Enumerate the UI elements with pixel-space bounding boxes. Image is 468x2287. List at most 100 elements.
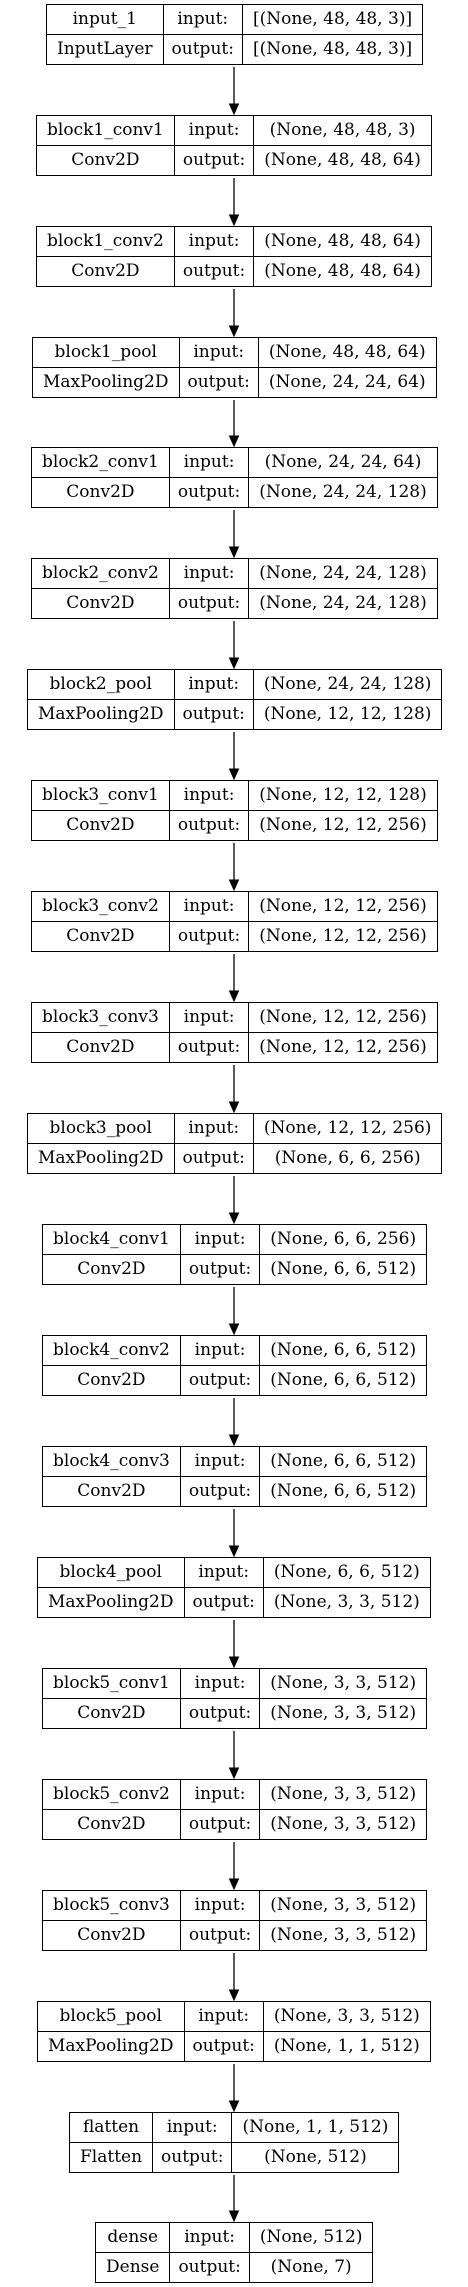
arrowhead-icon: [228, 657, 240, 670]
layer-type: Conv2D: [31, 921, 170, 952]
output-shape: (None, 512): [231, 2142, 400, 2173]
input-label: input:: [173, 115, 255, 146]
output-shape: (None, 6, 6, 512): [259, 1254, 428, 1285]
layer-name: dense: [94, 2222, 171, 2253]
layer-type: Conv2D: [42, 1809, 181, 1840]
input-shape: (None, 6, 6, 256): [259, 1224, 428, 1255]
input-label: input:: [179, 1890, 261, 1921]
output-shape: (None, 48, 48, 64): [253, 256, 432, 287]
input-shape: (None, 512): [248, 2222, 374, 2253]
output-shape: (None, 24, 24, 64): [257, 367, 437, 398]
arrowhead-icon: [228, 2210, 240, 2223]
input-shape: (None, 24, 24, 64): [248, 447, 438, 478]
output-label: output:: [173, 699, 254, 730]
output-label: output:: [183, 1587, 264, 1618]
layer-name: block5_conv1: [42, 1668, 181, 1699]
layer-name: block1_conv2: [36, 226, 175, 257]
output-shape: (None, 24, 24, 128): [248, 477, 438, 508]
layer-name: block1_pool: [32, 337, 180, 368]
input-shape: (None, 6, 6, 512): [262, 1557, 431, 1588]
output-label: output:: [179, 1365, 261, 1396]
output-shape: (None, 3, 3, 512): [262, 1587, 431, 1618]
output-label: output:: [178, 367, 259, 398]
input-label: input:: [173, 1113, 254, 1144]
layer-type: Conv2D: [42, 1365, 181, 1396]
output-label: output:: [168, 921, 250, 952]
layer-name: block4_conv2: [42, 1335, 181, 1366]
arrowhead-icon: [228, 325, 240, 338]
input-label: input:: [152, 2112, 233, 2143]
input-label: input:: [162, 4, 243, 35]
output-label: output:: [179, 1698, 261, 1729]
output-label: output:: [168, 810, 250, 841]
input-shape: (None, 3, 3, 512): [259, 1668, 428, 1699]
output-label: output:: [179, 1809, 261, 1840]
arrowhead-icon: [228, 990, 240, 1003]
layer-name: block2_conv2: [31, 558, 170, 589]
layer-name: input_1: [46, 4, 164, 35]
output-shape: (None, 12, 12, 256): [248, 921, 438, 952]
output-label: output:: [169, 2252, 250, 2283]
input-label: input:: [168, 558, 250, 589]
layer-name: block2_conv1: [31, 447, 170, 478]
input-label: input:: [168, 1002, 250, 1033]
output-shape: (None, 6, 6, 256): [252, 1143, 443, 1174]
input-shape: (None, 12, 12, 256): [248, 1002, 438, 1033]
input-label: input:: [173, 669, 254, 700]
output-shape: (None, 3, 3, 512): [259, 1809, 428, 1840]
output-shape: (None, 6, 6, 512): [259, 1476, 428, 1507]
output-shape: (None, 1, 1, 512): [262, 2031, 431, 2062]
output-shape: (None, 3, 3, 512): [259, 1698, 428, 1729]
arrowhead-icon: [228, 1323, 240, 1336]
arrowhead-icon: [228, 1878, 240, 1891]
input-shape: (None, 12, 12, 128): [248, 780, 438, 811]
layer-type: Conv2D: [31, 588, 170, 619]
output-label: output:: [168, 588, 250, 619]
layer-name: block3_conv1: [31, 780, 170, 811]
output-shape: (None, 48, 48, 64): [253, 145, 432, 176]
layer-type: Conv2D: [42, 1254, 181, 1285]
output-label: output:: [173, 256, 255, 287]
arrowhead-icon: [228, 1212, 240, 1225]
output-shape: (None, 24, 24, 128): [248, 588, 438, 619]
output-shape: [(None, 48, 48, 3)]: [241, 34, 424, 65]
layer-type: Conv2D: [31, 477, 170, 508]
output-label: output:: [168, 1032, 250, 1063]
layer-type: Conv2D: [42, 1698, 181, 1729]
layer-name: block5_pool: [37, 2001, 185, 2032]
input-label: input:: [179, 1335, 261, 1366]
layer-name: block4_conv3: [42, 1446, 181, 1477]
layer-name: block2_pool: [27, 669, 175, 700]
layer-type: MaxPooling2D: [37, 2031, 185, 2062]
input-shape: (None, 6, 6, 512): [259, 1446, 428, 1477]
input-label: input:: [183, 1557, 264, 1588]
arrowhead-icon: [228, 103, 240, 116]
input-label: input:: [169, 2222, 250, 2253]
layer-name: block4_pool: [37, 1557, 185, 1588]
input-shape: (None, 3, 3, 512): [262, 2001, 431, 2032]
input-shape: (None, 12, 12, 256): [252, 1113, 443, 1144]
layer-type: Conv2D: [36, 145, 175, 176]
layer-type: Conv2D: [31, 1032, 170, 1063]
